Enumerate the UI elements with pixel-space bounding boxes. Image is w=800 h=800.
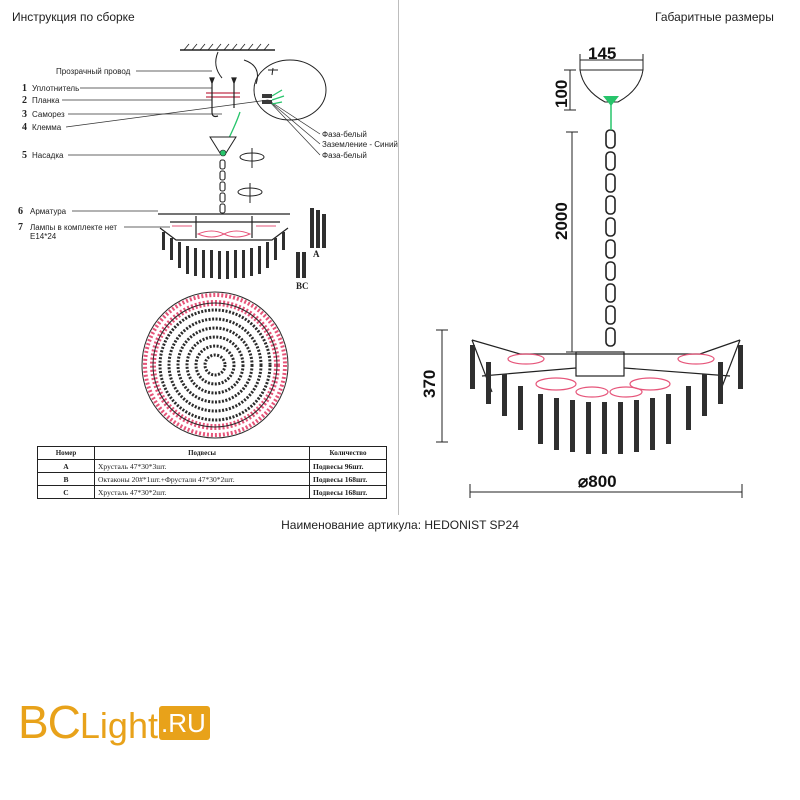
loose-pendants bbox=[296, 208, 326, 278]
canopy-height-dim: 100 bbox=[552, 79, 571, 108]
table-row: B Октаконы 20#*1шт.+Фрустали 47*30*2шт. … bbox=[37, 472, 387, 486]
column-divider bbox=[398, 0, 399, 515]
cell-number: B bbox=[37, 472, 95, 486]
dimensions-drawing bbox=[436, 54, 743, 498]
table-row: A Хрусталь 47*30*3шт. Подвесы 96шт. bbox=[37, 459, 387, 473]
callout-1-number: 1 bbox=[22, 83, 27, 94]
callout-2-label: Планка bbox=[32, 96, 60, 105]
col-quantity: Количество bbox=[309, 446, 387, 460]
top-view bbox=[141, 291, 289, 439]
body-height-dim: 370 bbox=[420, 369, 439, 398]
callout-5-number: 5 bbox=[22, 150, 27, 161]
dimensions-header: Габаритные размеры bbox=[655, 10, 774, 24]
cell-quantity: Подвесы 168шт. bbox=[309, 485, 387, 499]
chandelier-body bbox=[471, 339, 741, 398]
lamp-spec: E14*24 bbox=[30, 232, 57, 241]
pendants bbox=[470, 345, 743, 454]
cell-quantity: Подвесы 96шт. bbox=[309, 459, 387, 473]
callout-7-label: Лампы в комплекте нет bbox=[30, 223, 118, 232]
cell-pendant: Хрусталь 47*30*3шт. bbox=[94, 459, 310, 473]
parts-table: Номер Подвесы Количество A Хрусталь 47*3… bbox=[37, 446, 387, 499]
cell-number: C bbox=[37, 485, 95, 499]
logo-ru: .RU bbox=[158, 706, 210, 740]
pendant-mark-c: C bbox=[302, 281, 309, 291]
pendant-mark-b: B bbox=[296, 281, 303, 291]
callout-1-label: Уплотнитель bbox=[32, 84, 80, 93]
cell-pendant: Хрусталь 47*30*2шт. bbox=[94, 485, 310, 499]
callout-6-label: Арматура bbox=[30, 207, 67, 216]
table-row: C Хрусталь 47*30*2шт. Подвесы 168шт. bbox=[37, 485, 387, 499]
ceiling-hatch bbox=[180, 43, 275, 51]
pendant-mark-a: A bbox=[313, 249, 320, 259]
assembly-header: Инструкция по сборке bbox=[12, 10, 135, 24]
frame-pendants bbox=[162, 232, 285, 279]
callout-3-label: Саморез bbox=[32, 110, 65, 119]
wire-ground: Заземление - Синий bbox=[322, 140, 398, 149]
callout-4-number: 4 bbox=[22, 122, 27, 133]
logo-light: Light bbox=[79, 705, 158, 746]
logo-bc: BC bbox=[18, 696, 81, 748]
cell-quantity: Подвесы 168шт. bbox=[309, 472, 387, 486]
col-number: Номер bbox=[37, 446, 95, 460]
cell-pendant: Октаконы 20#*1шт.+Фрустали 47*30*2шт. bbox=[94, 472, 310, 486]
callout-7-number: 7 bbox=[18, 222, 23, 233]
cell-number: A bbox=[37, 459, 95, 473]
article-name: Наименование артикула: HEDONIST SP24 bbox=[281, 518, 519, 532]
callout-2-number: 2 bbox=[22, 95, 27, 106]
col-pendants: Подвесы bbox=[94, 446, 310, 460]
callout-3-number: 3 bbox=[22, 109, 27, 120]
canopy-width-dim: 145 bbox=[588, 44, 617, 63]
wire-label: Прозрачный провод bbox=[56, 67, 131, 76]
callout-6-number: 6 bbox=[18, 206, 23, 217]
chain-length-dim: 2000 bbox=[552, 202, 571, 240]
wire-phase-1: Фаза-белый bbox=[322, 130, 367, 139]
diameter-dim: ⌀800 bbox=[578, 472, 617, 491]
assembly-drawing bbox=[62, 43, 327, 439]
callout-5-label: Насадка bbox=[32, 151, 64, 160]
callout-4-label: Клемма bbox=[32, 123, 62, 132]
wire-phase-2: Фаза-белый bbox=[322, 151, 367, 160]
chain bbox=[605, 129, 616, 347]
table-header-row: Номер Подвесы Количество bbox=[37, 446, 387, 460]
bclight-logo: BCLight.RU bbox=[18, 695, 210, 749]
